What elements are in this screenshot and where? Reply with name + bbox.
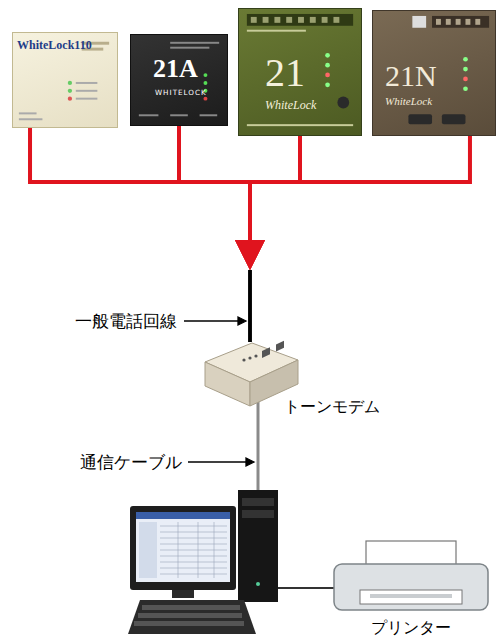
line-label: 通信ケーブル bbox=[80, 452, 182, 472]
communication-cable bbox=[257, 402, 260, 491]
text-holder: WhiteLock110 bbox=[17, 39, 92, 52]
device-unit: 21A WHITELOCK bbox=[130, 34, 228, 126]
text-holder: 21A bbox=[153, 55, 198, 84]
device-label: 21 bbox=[265, 51, 305, 95]
device-label: WhiteLock bbox=[265, 99, 316, 112]
device-unit: 21N WhiteLock bbox=[372, 10, 496, 136]
arrow-head bbox=[235, 240, 265, 270]
connector bbox=[235, 136, 300, 342]
label-holder: 通信ケーブル bbox=[80, 452, 182, 472]
connector-line bbox=[250, 136, 300, 242]
device-label: WHITELOCK bbox=[155, 89, 207, 97]
device-label: WhiteLock bbox=[385, 95, 432, 107]
printer-cable bbox=[278, 587, 334, 589]
text-holder: 21N bbox=[385, 59, 437, 92]
phone-line bbox=[249, 270, 252, 342]
computer-illustration bbox=[128, 490, 278, 634]
label-holder: 一般電話回線 bbox=[75, 311, 177, 331]
text-holder: プリンター bbox=[330, 618, 492, 637]
leader-arrow bbox=[188, 458, 254, 466]
connector bbox=[179, 126, 265, 342]
printer-drawing bbox=[330, 538, 492, 616]
printer-node: プリンター bbox=[330, 538, 492, 642]
leader-arrow bbox=[184, 317, 246, 325]
arrow-head bbox=[235, 240, 265, 270]
text-holder: WhiteLock bbox=[265, 99, 316, 112]
device-label: WhiteLock110 bbox=[17, 39, 92, 52]
text-holder: WhiteLock bbox=[385, 95, 432, 107]
phone-line bbox=[249, 270, 252, 342]
device-label: 21N bbox=[385, 59, 437, 92]
device-unit: 21WhiteLock bbox=[238, 8, 362, 136]
node-label: プリンター bbox=[371, 619, 451, 637]
node-label: トーンモデム bbox=[284, 398, 380, 416]
connector-line bbox=[30, 128, 250, 242]
modem-node: トーンモデム bbox=[200, 340, 300, 410]
phone-line bbox=[249, 270, 252, 342]
connector-line bbox=[179, 126, 250, 242]
text-holder: 21 bbox=[265, 51, 305, 95]
connector bbox=[30, 128, 265, 342]
arrow-head bbox=[235, 240, 265, 270]
text-holder: WHITELOCK bbox=[155, 89, 207, 97]
connector bbox=[235, 136, 470, 342]
device-label: 21A bbox=[153, 55, 198, 84]
text-holder: トーンモデム bbox=[284, 398, 380, 416]
line-label: 一般電話回線 bbox=[75, 311, 177, 331]
arrow-head bbox=[235, 240, 265, 270]
connector-line bbox=[250, 136, 470, 242]
phone-line bbox=[249, 270, 252, 342]
device-unit: WhiteLock110 bbox=[12, 32, 118, 128]
